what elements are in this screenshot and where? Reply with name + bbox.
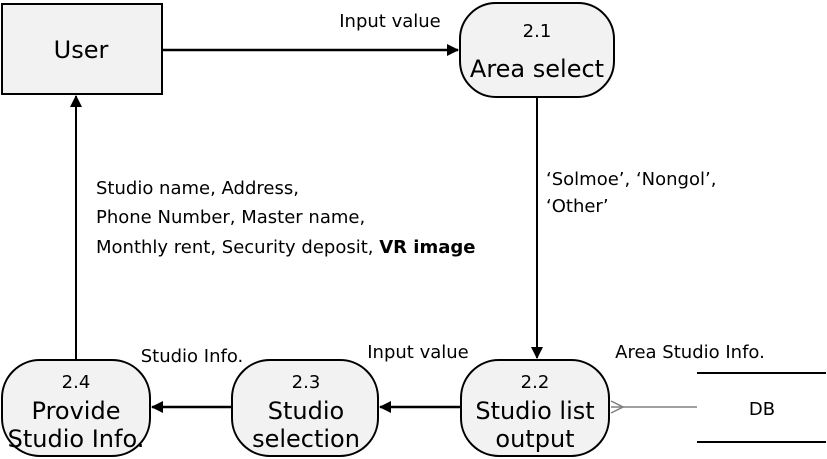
process-provide-label-line2: Studio Info. bbox=[8, 425, 145, 453]
edge-provide-to-user-label-line3-regular: Monthly rent, Security deposit, bbox=[96, 237, 374, 258]
edge-area-to-list-label-line2: ‘Other’ bbox=[546, 196, 609, 217]
data-store-db[interactable]: DB bbox=[697, 372, 826, 443]
process-studio-list-output[interactable]: 2.2 Studio list output bbox=[460, 359, 610, 457]
user-label: User bbox=[54, 36, 109, 64]
process-studio-selection-label-line1: Studio bbox=[268, 397, 344, 425]
db-label: DB bbox=[749, 399, 775, 420]
process-provide-studio-info[interactable]: 2.4 Provide Studio Info. bbox=[1, 359, 151, 457]
process-studio-list-label-line2: output bbox=[495, 425, 574, 453]
edge-provide-to-user-label-line3: Monthly rent, Security deposit, VR image bbox=[96, 237, 475, 258]
process-studio-list-label-line1: Studio list bbox=[475, 397, 594, 425]
process-area-select-number: 2.1 bbox=[523, 21, 552, 42]
process-area-select[interactable]: 2.1 Area select bbox=[459, 2, 615, 98]
edge-area-to-list-label-line1: ‘Solmoe’, ‘Nongol’, bbox=[546, 169, 716, 190]
process-area-select-label: Area select bbox=[470, 55, 604, 83]
edge-user-to-area-label: Input value bbox=[339, 11, 441, 32]
process-studio-selection[interactable]: 2.3 Studio selection bbox=[231, 359, 379, 457]
edge-list-to-selection-label: Input value bbox=[367, 342, 469, 363]
process-studio-list-number: 2.2 bbox=[521, 372, 550, 393]
edge-selection-to-provide-label: Studio Info. bbox=[141, 346, 244, 367]
edge-db-to-list-label: Area Studio Info. bbox=[615, 342, 765, 363]
edge-provide-to-user-label-vr-image: VR image bbox=[379, 237, 475, 258]
process-studio-selection-number: 2.3 bbox=[292, 372, 321, 393]
user-entity[interactable]: User bbox=[1, 3, 163, 95]
process-studio-selection-label-line2: selection bbox=[252, 425, 360, 453]
edge-provide-to-user-label-line2: Phone Number, Master name, bbox=[96, 207, 365, 228]
process-provide-label-line1: Provide bbox=[32, 397, 121, 425]
process-provide-number: 2.4 bbox=[62, 372, 91, 393]
edge-provide-to-user-label-line1: Studio name, Address, bbox=[96, 178, 299, 199]
